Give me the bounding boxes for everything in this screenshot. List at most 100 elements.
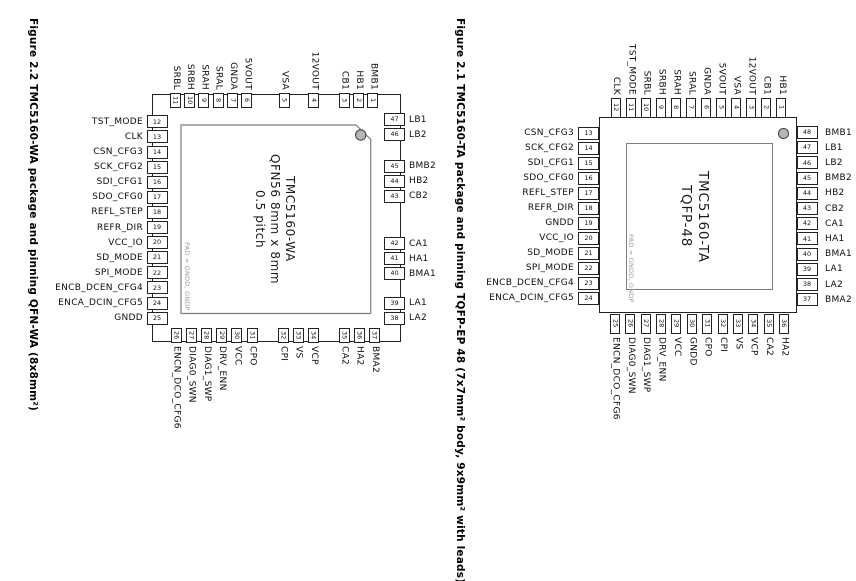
pin-box-tqfp-16: 16	[578, 171, 599, 185]
pin-label-qfn-34: VCP	[308, 346, 319, 365]
pin-number: 2	[354, 98, 363, 103]
pin-number: 10	[642, 103, 651, 112]
pin-box-tqfp-32: 32	[717, 313, 728, 334]
pin-label-qfn-23: ENCB_DCEN_CFG4	[55, 282, 143, 293]
pin-label-qfn-27: DIAG0_SWN	[186, 346, 197, 403]
tqfp-die-text: TMC5160-TA TQFP-48	[677, 143, 711, 290]
pin-label-tqfp-30: GNDD	[687, 337, 698, 366]
pin-number: 32	[279, 331, 288, 340]
pin-box-qfn-33: 33	[292, 328, 304, 343]
pin-label-tqfp-35: CA2	[764, 337, 775, 357]
pin-box-qfn-2: 2	[353, 93, 364, 108]
pin-label-qfn-5: VSA	[279, 70, 290, 90]
qfn-die-shape	[180, 124, 372, 315]
pin-box-tqfp-29: 29	[671, 313, 682, 334]
pin-number: 14	[152, 147, 162, 156]
pin-number: 19	[584, 218, 593, 227]
pin-box-qfn-37: 37	[368, 328, 380, 343]
pin-label-tqfp-21: SD_MODE	[527, 248, 574, 258]
pin-number: 3	[340, 98, 349, 103]
pin-box-tqfp-4: 4	[731, 97, 742, 118]
pin-box-tqfp-15: 15	[578, 156, 599, 170]
tqfp-pin1-marker-icon	[778, 128, 789, 139]
pin-box-qfn-21: 21	[146, 251, 168, 265]
pin-label-qfn-4: 12VOUT	[309, 51, 320, 90]
pin-box-qfn-47: 47	[384, 113, 405, 126]
pin-number: 31	[248, 331, 257, 340]
qfn-pin1-marker-icon	[355, 129, 367, 141]
pin-label-tqfp-2: CB1	[761, 75, 772, 95]
pin-number: 28	[202, 331, 211, 340]
pin-label-qfn-47: LB1	[409, 114, 427, 125]
pin-number: 26	[626, 319, 635, 328]
qfn-die-outline	[180, 124, 372, 315]
pin-box-tqfp-21: 21	[578, 246, 599, 260]
pin-label-qfn-14: CSN_CFG3	[93, 147, 143, 157]
pin-number: 27	[187, 331, 196, 340]
pin-label-qfn-9: SRAH	[199, 64, 210, 90]
pin-number: 46	[802, 158, 812, 167]
pin-number: 1	[777, 105, 786, 110]
pin-label-qfn-42: CA1	[409, 238, 429, 249]
pin-box-tqfp-3: 3	[746, 97, 757, 118]
pin-box-tqfp-43: 43	[796, 202, 818, 215]
pin-number: 15	[152, 162, 162, 171]
pin-box-qfn-24: 24	[146, 296, 168, 310]
pin-label-qfn-46: LB2	[409, 129, 427, 140]
pin-number: 38	[802, 280, 812, 289]
pin-label-qfn-24: ENCA_DCIN_CFG5	[58, 298, 143, 308]
pin-label-qfn-2: HB1	[354, 70, 364, 90]
pin-box-tqfp-35: 35	[763, 313, 774, 334]
pin-box-tqfp-19: 19	[578, 216, 599, 230]
pin-label-tqfp-39: LA1	[825, 264, 844, 275]
pin-label-qfn-40: BMA1	[409, 268, 437, 279]
qfn-pitch: 0.5 pitch	[253, 189, 267, 249]
pin-label-qfn-32: CPI	[278, 346, 289, 362]
pin-label-qfn-43: CB2	[409, 191, 429, 201]
pin-number: 36	[355, 331, 364, 340]
pin-number: 7	[687, 105, 696, 110]
pin-number: 38	[390, 313, 399, 322]
pin-box-qfn-35: 35	[338, 328, 350, 343]
pin-number: 37	[370, 331, 379, 340]
pin-box-tqfp-36: 36	[778, 313, 789, 334]
pin-label-tqfp-5: 5VOUT	[716, 62, 727, 95]
pin-label-tqfp-38: LA2	[825, 279, 844, 290]
pin-label-tqfp-26: DIAG0_SWN	[625, 337, 636, 394]
pin-number: 33	[734, 319, 743, 328]
pin-number: 45	[802, 173, 812, 182]
pin-label-qfn-1: BMB1	[368, 62, 379, 90]
pin-label-qfn-33: VS	[293, 346, 304, 359]
pin-number: 39	[390, 298, 399, 307]
pin-number: 21	[152, 253, 162, 262]
pin-number: 24	[584, 293, 593, 302]
pin-label-qfn-19: REFR_DIR	[96, 222, 143, 233]
pin-number: 23	[584, 278, 593, 287]
pin-number: 24	[152, 298, 162, 307]
pin-number: 42	[802, 219, 812, 228]
pin-label-tqfp-36: HA2	[779, 337, 790, 357]
pin-box-qfn-18: 18	[146, 205, 168, 219]
pin-label-qfn-8: SRAL	[213, 66, 224, 90]
pin-box-tqfp-28: 28	[656, 313, 667, 334]
pin-box-tqfp-39: 39	[796, 262, 818, 276]
pin-number: 14	[584, 143, 593, 152]
pin-label-tqfp-1: HB1	[776, 75, 787, 95]
pin-label-tqfp-18: REFR_DIR	[527, 203, 574, 213]
pin-label-tqfp-44: HB2	[825, 188, 845, 199]
pin-number: 16	[152, 177, 162, 186]
pin-label-qfn-31: CPO	[247, 346, 258, 366]
pin-number: 32	[718, 319, 727, 328]
pin-number: 11	[171, 96, 180, 105]
pin-box-tqfp-17: 17	[578, 186, 599, 200]
pin-label-tqfp-40: BMA1	[825, 249, 853, 260]
pin-number: 3	[747, 105, 756, 110]
pin-label-tqfp-10: SRBL	[641, 70, 652, 95]
pin-number: 10	[185, 96, 194, 105]
pin-box-qfn-31: 31	[246, 328, 258, 343]
pin-number: 43	[802, 204, 812, 213]
pin-number: 41	[802, 234, 812, 243]
pin-number: 5	[280, 98, 289, 103]
pin-label-qfn-25: GNDD	[114, 313, 143, 324]
pin-number: 19	[152, 223, 162, 232]
